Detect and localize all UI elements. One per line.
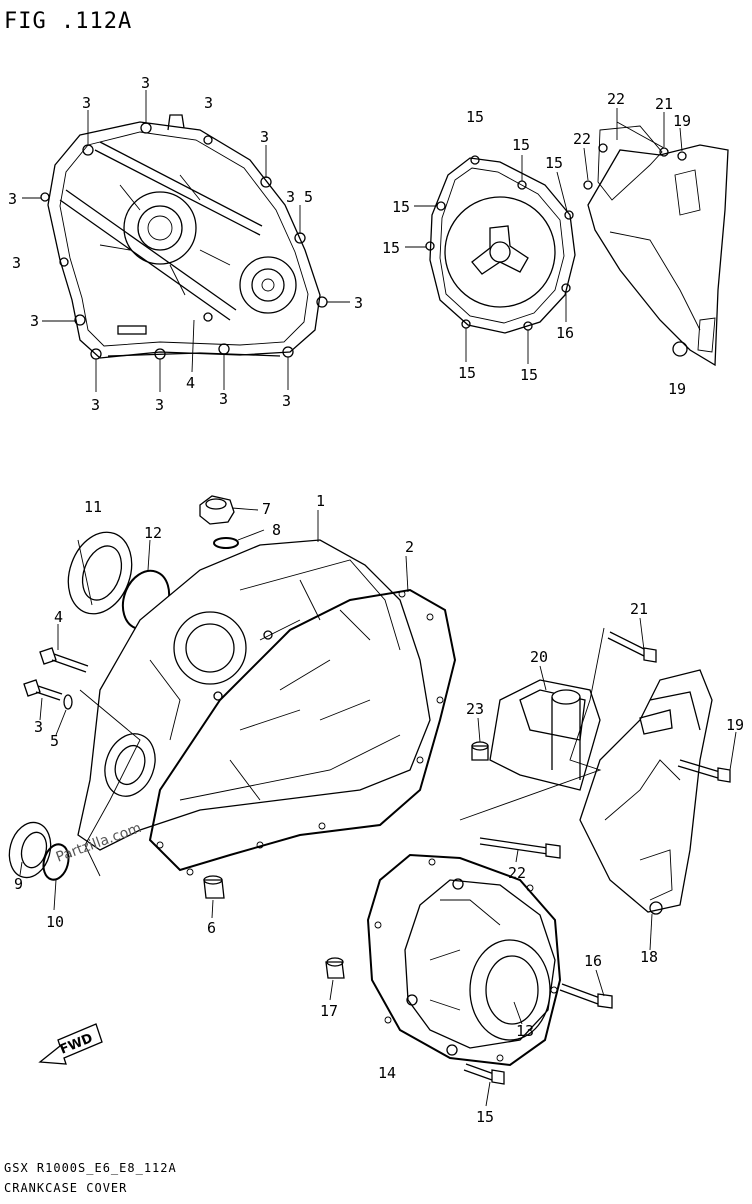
- callout-number: 22: [607, 90, 625, 108]
- callout-number: 15: [476, 1108, 494, 1126]
- callout-number: 12: [144, 524, 162, 542]
- diagram-caption: CRANKCASE COVER: [4, 1181, 127, 1195]
- clutch-cover-1: [77, 539, 431, 851]
- clutch-cover-bolt-pattern: [22, 90, 350, 392]
- generator-cover-13: [404, 878, 556, 1056]
- bolt-4: [39, 647, 89, 673]
- callout-number: 21: [655, 95, 673, 113]
- callout-number: 20: [530, 648, 548, 666]
- callout-number: 15: [382, 239, 400, 257]
- model-code: GSX R1000S_E6_E8_112A: [4, 1161, 177, 1175]
- callout-number: 3: [282, 392, 291, 410]
- bolt-holes: [40, 122, 328, 360]
- bracket-20: [489, 679, 601, 791]
- dowel-pin-17: [325, 957, 345, 979]
- callout-number: 19: [668, 380, 686, 398]
- fwd-arrow: FWD: [38, 1023, 103, 1065]
- callout-number: 15: [545, 154, 563, 172]
- callouts-bottom-right: 21 20 23 19 22 18 16 17 13 14 15: [320, 600, 744, 1126]
- washer-5: [63, 694, 73, 710]
- bolt-19: [677, 759, 731, 783]
- callout-number: 22: [508, 864, 526, 882]
- callout-number: 3: [219, 390, 228, 408]
- callout-number: 3: [8, 190, 17, 208]
- callout-number: 18: [640, 948, 658, 966]
- callout-number: 3: [91, 396, 100, 414]
- callout-number: 15: [512, 136, 530, 154]
- callout-number: 4: [54, 608, 63, 626]
- o-ring-8: [213, 537, 239, 549]
- callout-number: 16: [556, 324, 574, 342]
- bolt-15: [463, 1063, 505, 1085]
- callout-number: 22: [573, 130, 591, 148]
- spacer-23: [471, 741, 489, 761]
- callout-number: 13: [516, 1022, 534, 1040]
- callout-number: 3: [141, 74, 150, 92]
- oil-seal-11: [67, 531, 133, 615]
- callout-number: 3: [155, 396, 164, 414]
- callout-number: 3: [204, 94, 213, 112]
- dowel-pin-6: [203, 875, 225, 899]
- bolt-3: [23, 679, 63, 701]
- callout-number: 3: [260, 128, 269, 146]
- leader-lines-bottom-left: [19, 507, 409, 919]
- callout-number: 16: [584, 952, 602, 970]
- callout-number: 19: [726, 716, 744, 734]
- callout-number: 15: [520, 366, 538, 384]
- callout-number: 5: [50, 732, 59, 750]
- gasket-2: [148, 588, 457, 876]
- callout-number: 14: [378, 1064, 396, 1082]
- callout-number: 3: [82, 94, 91, 112]
- callout-number: 2: [405, 538, 414, 556]
- callouts-bottom-left: 1 2 7 8 11 12 4 3 5 9 10 6: [14, 492, 414, 937]
- callout-number: 11: [84, 498, 102, 516]
- callout-number: 3: [30, 312, 39, 330]
- callout-number: 10: [46, 913, 64, 931]
- callout-number: 9: [14, 875, 23, 893]
- gasket-holes: [156, 590, 444, 876]
- callout-number: 3: [34, 718, 43, 736]
- callout-number: 3: [354, 294, 363, 312]
- sprocket-cover-18: [579, 669, 713, 915]
- callout-number: 19: [673, 112, 691, 130]
- callout-number: 3 5: [286, 188, 313, 206]
- callout-number: 8: [272, 521, 281, 539]
- bolt-16: [559, 983, 613, 1009]
- callouts-top-left: 3 3 3 3 3 3 5 3 3 3 4 3 3 3 3: [8, 74, 363, 414]
- callout-number: 15: [458, 364, 476, 382]
- bolt-holes: [425, 155, 574, 331]
- callout-number: 1: [316, 492, 325, 510]
- callout-number: 7: [262, 500, 271, 518]
- callout-number: 15: [466, 108, 484, 126]
- callout-number: 21: [630, 600, 648, 618]
- bolt-21: [607, 631, 657, 663]
- callout-number: 23: [466, 700, 484, 718]
- callout-number: 6: [207, 919, 216, 937]
- oil-filler-cap-7: [199, 495, 235, 525]
- callouts-top-right: 15 15 15 15 15 16 15 15 22 21 19 22 19: [382, 90, 691, 398]
- callout-number: 15: [392, 198, 410, 216]
- leader-lines-bottom-right: [329, 617, 737, 1107]
- callout-number: 17: [320, 1002, 338, 1020]
- figure-title: FIG .112A: [4, 9, 132, 34]
- o-ring-10: [42, 843, 70, 881]
- callout-number: 3: [12, 254, 21, 272]
- callout-number: 4: [186, 374, 195, 392]
- bolt-22: [479, 837, 561, 859]
- sprocket-cover-bolt-pattern: [583, 108, 729, 367]
- generator-cover-bolt-pattern: [405, 155, 576, 364]
